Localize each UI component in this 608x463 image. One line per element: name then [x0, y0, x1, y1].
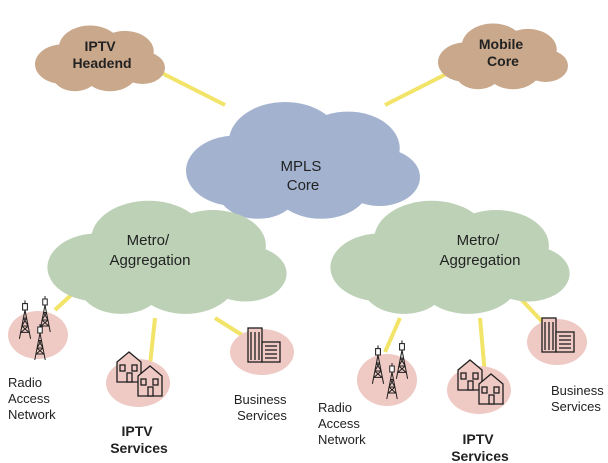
mpls-core-cloud: MPLS Core — [186, 102, 420, 219]
metro-left-cloud: Metro/ Aggregation — [47, 200, 287, 314]
svg-text:IPTV Services: IPTV Services — [110, 423, 168, 456]
svg-text:Mobile Core: Mobile Core — [479, 36, 527, 69]
left-iptv-services: IPTV Services — [106, 351, 170, 456]
right-iptv-label-2: Services — [451, 448, 509, 463]
svg-text:Business Services: Business Services — [234, 392, 290, 423]
svg-text:Radio Access Netwo: Radio Access Network — [318, 400, 366, 447]
right-iptv-label-1: IPTV — [462, 431, 494, 447]
svg-text:Radio Access Netwo: Radio Access Network — [8, 375, 56, 422]
metro-right-cloud: Metro/ Aggregation — [330, 200, 570, 314]
left-iptv-label-1: IPTV — [121, 423, 153, 439]
left-business-label-2: Services — [237, 408, 287, 423]
mobile-core-label-2: Core — [487, 53, 519, 69]
svg-text:Metro/ Aggregation: Metro/ Aggregation — [110, 232, 191, 269]
iptv-headend-label-2: Headend — [72, 55, 131, 71]
metro-left-label-2: Aggregation — [110, 252, 191, 269]
svg-text:MPLS Core: MPLS Core — [280, 158, 325, 194]
right-radio-label-3: Network — [318, 432, 366, 447]
iptv-headend-cloud: IPTV Headend — [35, 25, 165, 92]
mpls-core-label-2: Core — [287, 177, 320, 194]
mpls-core-label-1: MPLS — [280, 158, 321, 175]
metro-right-label-2: Aggregation — [440, 252, 521, 269]
link-right-radio — [383, 317, 402, 353]
svg-text:Business Services: Business Services — [551, 383, 607, 414]
left-business-label-1: Business — [234, 392, 287, 407]
svg-text:IPTV Services: IPTV Services — [451, 431, 509, 463]
left-iptv-label-2: Services — [110, 440, 168, 456]
metro-left-label-1: Metro/ — [127, 232, 170, 249]
right-radio-label-1: Radio — [318, 400, 352, 415]
left-radio-label-3: Network — [8, 407, 56, 422]
right-business-services: Business Services — [527, 317, 607, 414]
svg-text:Metro/ Aggregation: Metro/ Aggregation — [440, 232, 521, 269]
metro-right-label-1: Metro/ — [457, 232, 500, 249]
right-iptv-services: IPTV Services — [447, 359, 511, 463]
right-business-label-2: Services — [551, 399, 601, 414]
right-radio-access: Radio Access Network — [318, 339, 417, 447]
right-business-label-1: Business — [551, 383, 604, 398]
link-right-iptv — [478, 317, 487, 376]
left-radio-access: Radio Access Network — [8, 295, 68, 422]
link-left-iptv — [148, 317, 157, 366]
left-radio-label-1: Radio — [8, 375, 42, 390]
right-radio-label-2: Access — [318, 416, 360, 431]
iptv-headend-label-1: IPTV — [84, 38, 116, 54]
left-business-services: Business Services — [230, 327, 294, 423]
left-radio-label-2: Access — [8, 391, 50, 406]
svg-text:IPTV Headend: IPTV Headend — [72, 38, 131, 71]
mobile-core-cloud: Mobile Core — [438, 23, 568, 90]
mobile-core-label-1: Mobile — [479, 36, 524, 52]
